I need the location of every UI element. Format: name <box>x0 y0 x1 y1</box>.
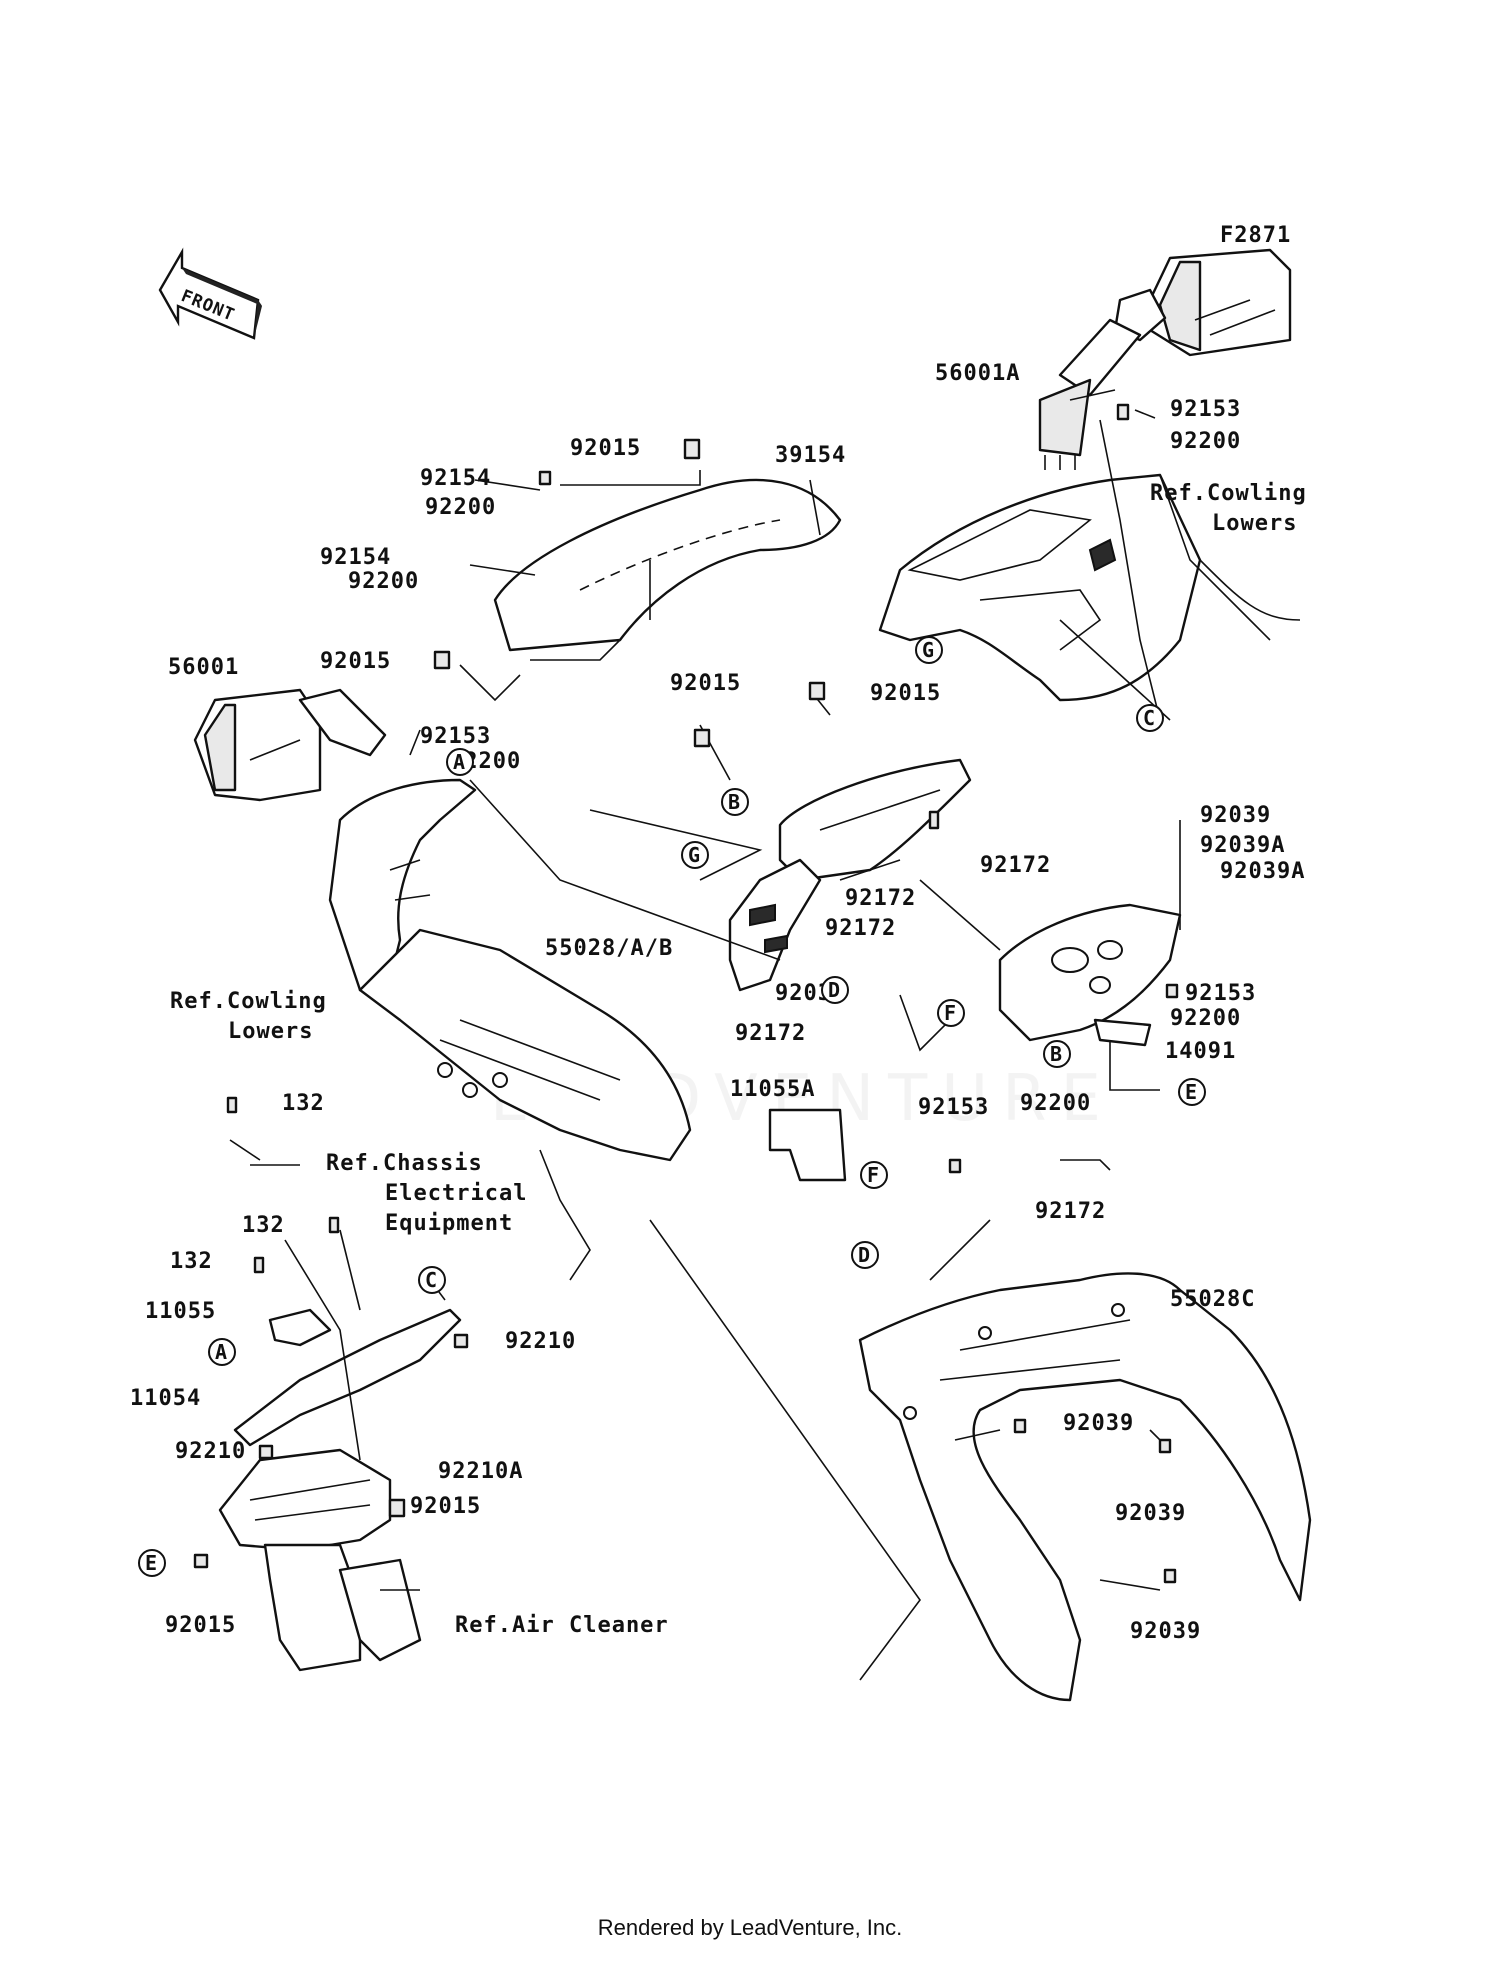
callout-circle: F <box>937 999 965 1027</box>
part-label: 56001A <box>935 361 1020 386</box>
callout-letter: C <box>1143 706 1155 730</box>
part-label: 92172 <box>980 853 1051 878</box>
part-label: 92039A <box>1200 833 1285 858</box>
callout-circle: C <box>418 1266 446 1294</box>
part-label: 92210A <box>438 1459 523 1484</box>
part-label: 132 <box>242 1213 285 1238</box>
part-label: 14091 <box>1165 1039 1236 1064</box>
callout-letter: A <box>215 1340 227 1364</box>
callout-letter: D <box>828 978 840 1002</box>
part-label: 92153 <box>1185 981 1256 1006</box>
callout-circle: G <box>681 841 709 869</box>
part-label: 92039 <box>1200 803 1271 828</box>
front-arrow-icon: FRONT <box>158 247 262 340</box>
part-label: Lowers <box>1212 511 1297 536</box>
part-label: 92015 <box>320 649 391 674</box>
part-label: 39154 <box>775 443 846 468</box>
part-label: Ref.Air Cleaner <box>455 1613 669 1638</box>
part-label: 92039 <box>1063 1411 1134 1436</box>
callout-letter: E <box>1185 1080 1197 1104</box>
callout-circle: C <box>1136 704 1164 732</box>
part-label: 92153 <box>420 724 491 749</box>
callout-letter: B <box>728 790 740 814</box>
figure-code: F2871 <box>1220 223 1291 248</box>
fastener-marks <box>193 403 1179 1584</box>
part-label: 92015 <box>410 1494 481 1519</box>
part-label: 92039A <box>1220 859 1305 884</box>
part-label: 92172 <box>735 1021 806 1046</box>
callout-letter: C <box>425 1268 437 1292</box>
part-label: Ref.Cowling <box>170 989 327 1014</box>
part-label: Electrical <box>385 1181 527 1206</box>
leader-lines <box>229 389 1181 1681</box>
bracket-11055a-drawing <box>768 1108 847 1182</box>
upper-right-cowl-drawing <box>878 473 1301 702</box>
right-mirror-drawing <box>1038 248 1292 470</box>
part-label: 92039 <box>1115 1501 1186 1526</box>
part-label: 11055A <box>730 1077 815 1102</box>
part-label: 92172 <box>1035 1199 1106 1224</box>
callout-letter: G <box>688 843 700 867</box>
lower-cowl-55028c-drawing <box>858 1272 1312 1702</box>
air-duct-drawing <box>218 1448 422 1672</box>
part-label: 92210 <box>175 1439 246 1464</box>
callout-letter: A <box>453 750 465 774</box>
footer-credit: Rendered by LeadVenture, Inc. <box>597 1915 903 1940</box>
part-label: 92039 <box>1130 1619 1201 1644</box>
callout-letter: F <box>867 1163 879 1187</box>
part-label: 92200 <box>348 569 419 594</box>
left-side-cowl-drawing <box>358 928 692 1281</box>
left-mirror-drawing <box>193 688 387 802</box>
part-label: 92154 <box>420 466 491 491</box>
headlight-bracket-drawing <box>728 858 822 992</box>
part-label: Ref.Chassis <box>326 1151 483 1176</box>
callout-letter: D <box>858 1243 870 1267</box>
part-label: 92015 <box>165 1613 236 1638</box>
callout-circle: A <box>208 1338 236 1366</box>
windshield-drawing <box>493 478 842 661</box>
upper-inner-cowl-drawing <box>328 778 477 992</box>
callout-circle: B <box>721 788 749 816</box>
part-label: 92200 <box>1170 1006 1241 1031</box>
part-label: 92154 <box>320 545 391 570</box>
callout-letter: B <box>1050 1042 1062 1066</box>
bracket-14091-drawing <box>1093 1018 1152 1047</box>
part-label: 56001 <box>168 655 239 680</box>
part-label: 55028/A/B <box>545 936 673 961</box>
part-label: 92015 <box>870 681 941 706</box>
callout-circle: A <box>446 748 474 776</box>
part-label: Lowers <box>228 1019 313 1044</box>
callout-letter: E <box>145 1551 157 1575</box>
callout-circle: G <box>915 636 943 664</box>
part-label: 11055 <box>145 1299 216 1324</box>
callout-letter: F <box>944 1001 956 1025</box>
part-label: Ref.Cowling <box>1150 481 1307 506</box>
part-label: 92172 <box>845 886 916 911</box>
callout-circle: F <box>860 1161 888 1189</box>
callout-circle: B <box>1043 1040 1071 1068</box>
callout-circle: D <box>851 1241 879 1269</box>
part-label: 92200 <box>1020 1091 1091 1116</box>
part-label: 11054 <box>130 1386 201 1411</box>
part-label: 92172 <box>825 916 896 941</box>
part-label: 92153 <box>918 1095 989 1120</box>
part-label: 92015 <box>570 436 641 461</box>
right-headlight-cowl-drawing <box>998 903 1182 1042</box>
part-label: 132 <box>282 1091 325 1116</box>
part-label: 92200 <box>425 495 496 520</box>
part-label: 92153 <box>1170 397 1241 422</box>
part-label: 55028C <box>1170 1287 1255 1312</box>
callout-letter: G <box>922 638 934 662</box>
part-label: Equipment <box>385 1211 513 1236</box>
part-label: 92200 <box>1170 429 1241 454</box>
part-label: 92015 <box>670 671 741 696</box>
callout-circle: E <box>1178 1078 1206 1106</box>
nose-cowl-drawing <box>778 758 972 882</box>
part-label: 92210 <box>505 1329 576 1354</box>
part-label: 132 <box>170 1249 213 1274</box>
callout-circle: E <box>138 1549 166 1577</box>
callout-circle: D <box>821 976 849 1004</box>
